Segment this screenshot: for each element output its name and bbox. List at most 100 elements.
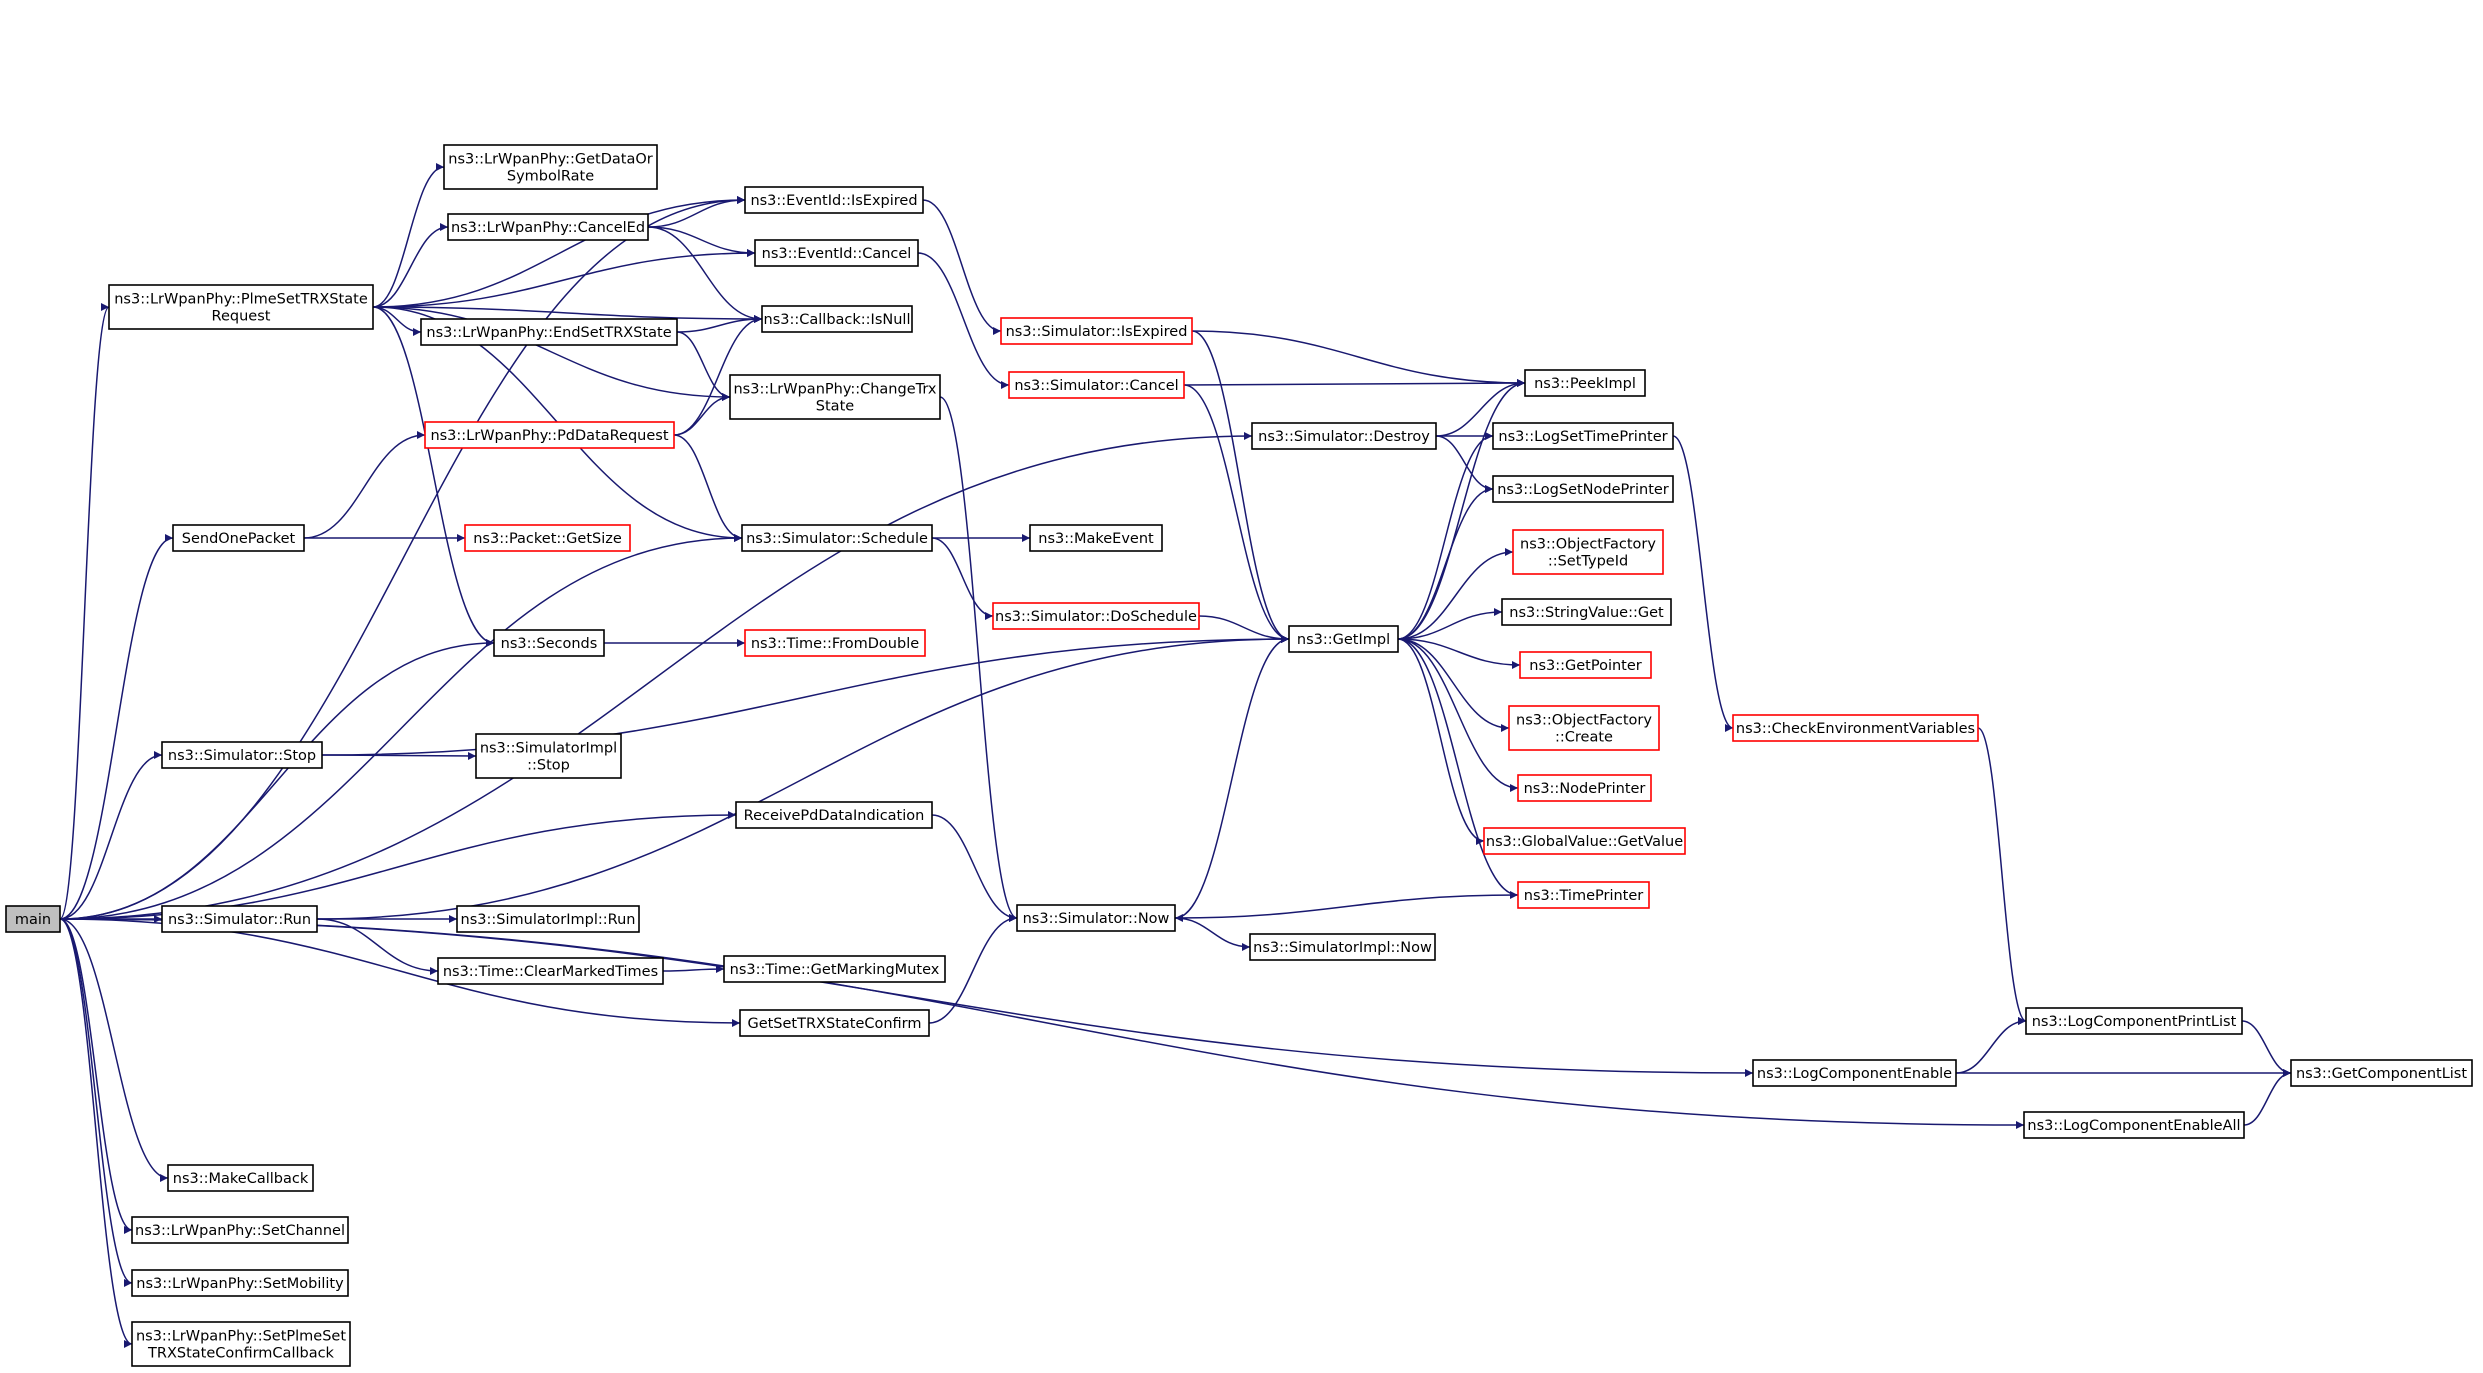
- node-label-endSetTRXState: ns3::LrWpanPhy::EndSetTRXState: [426, 325, 671, 341]
- node-main[interactable]: main: [5, 905, 61, 933]
- node-simulatorDestroy[interactable]: ns3::Simulator::Destroy: [1251, 422, 1437, 450]
- node-stringValueGet[interactable]: ns3::StringValue::Get: [1501, 598, 1672, 626]
- node-setPlmeCallback[interactable]: ns3::LrWpanPhy::SetPlmeSetTRXStateConfir…: [131, 1321, 351, 1367]
- node-box-getSetTRXStateConfirm: [739, 1009, 930, 1037]
- node-label-globalValueGetValue: ns3::GlobalValue::GetValue: [1486, 834, 1683, 850]
- node-label-clearMarkedTimes: ns3::Time::ClearMarkedTimes: [443, 964, 658, 980]
- node-box-seconds: [493, 629, 605, 657]
- node-box-timeFromDouble: [744, 629, 926, 657]
- node-label-getDataOrSymbolRate: ns3::LrWpanPhy::GetDataOr: [448, 152, 653, 168]
- node-label-peekImpl: ns3::PeekImpl: [1534, 376, 1636, 392]
- node-receivePdDataIndication[interactable]: ReceivePdDataIndication: [735, 801, 933, 829]
- node-simImplNow[interactable]: ns3::SimulatorImpl::Now: [1249, 933, 1436, 961]
- node-packetGetSize[interactable]: ns3::Packet::GetSize: [464, 524, 631, 552]
- node-setChannel[interactable]: ns3::LrWpanPhy::SetChannel: [131, 1216, 349, 1244]
- node-label-logComponentEnable: ns3::LogComponentEnable: [1757, 1066, 1952, 1082]
- node-getComponentList[interactable]: ns3::GetComponentList: [2290, 1059, 2473, 1087]
- node-box-main: [5, 905, 61, 933]
- nodes-layer: main ns3::LrWpanPhy::PlmeSetTRXStateReque…: [5, 144, 2473, 1367]
- edge-simulatorNow-to-simImplNow: [1174, 917, 1251, 951]
- node-box-checkEnvironmentVariables: [1732, 714, 1979, 742]
- edge-logComponentPrintList-to-getComponentList: [2241, 1020, 2292, 1077]
- node-simulatorSchedule[interactable]: ns3::Simulator::Schedule: [741, 524, 933, 552]
- node-getSetTRXStateConfirm[interactable]: GetSetTRXStateConfirm: [739, 1009, 930, 1037]
- node-label-simulatorIsExpired: ns3::Simulator::IsExpired: [1006, 324, 1188, 340]
- edge-simulatorNow-to-getImpl: [1174, 635, 1290, 919]
- node-logComponentEnableAll[interactable]: ns3::LogComponentEnableAll: [2023, 1111, 2245, 1139]
- node-callbackIsNull[interactable]: ns3::Callback::IsNull: [761, 305, 913, 333]
- node-cancelEd[interactable]: ns3::LrWpanPhy::CancelEd: [447, 213, 649, 241]
- edge-timePrinter-to-simulatorNow: [1174, 894, 1519, 922]
- edge-simulatorRun-to-clearMarkedTimes: [316, 918, 439, 975]
- node-label-simImplStop: ns3::SimulatorImpl: [480, 741, 617, 757]
- edge-getImpl-to-getPointer: [1397, 638, 1521, 669]
- edge-plmeSetTRXStateRequest-to-changeTrxState: [372, 306, 731, 401]
- node-label-seconds: ns3::Seconds: [501, 636, 598, 652]
- node-sendOnePacket[interactable]: SendOnePacket: [172, 524, 305, 552]
- edge-main-to-simulatorStop: [59, 751, 163, 920]
- node-box-logComponentEnableAll: [2023, 1111, 2245, 1139]
- node-label-stringValueGet: ns3::StringValue::Get: [1509, 605, 1664, 621]
- node-simulatorDoSchedule[interactable]: ns3::Simulator::DoSchedule: [992, 602, 1200, 630]
- edge-plmeSetTRXStateRequest-to-eventIdCancel: [372, 249, 756, 308]
- node-box-changeTrxState: [729, 374, 941, 420]
- node-globalValueGetValue[interactable]: ns3::GlobalValue::GetValue: [1483, 827, 1686, 855]
- node-seconds[interactable]: ns3::Seconds: [493, 629, 605, 657]
- node-simulatorIsExpired[interactable]: ns3::Simulator::IsExpired: [1000, 317, 1193, 345]
- edge-getImpl-to-objectFactoryCreate: [1397, 638, 1510, 732]
- edge-getImpl-to-objectFactorySetTypeId: [1397, 548, 1514, 640]
- node-logComponentPrintList[interactable]: ns3::LogComponentPrintList: [2025, 1007, 2243, 1035]
- node-makeEvent[interactable]: ns3::MakeEvent: [1029, 524, 1163, 552]
- node-box-simulatorIsExpired: [1000, 317, 1193, 345]
- node-simulatorRun[interactable]: ns3::Simulator::Run: [161, 905, 318, 933]
- node-checkEnvironmentVariables[interactable]: ns3::CheckEnvironmentVariables: [1732, 714, 1979, 742]
- edge-main-to-setChannel: [59, 918, 133, 1234]
- node-clearMarkedTimes[interactable]: ns3::Time::ClearMarkedTimes: [437, 957, 664, 985]
- node-objectFactorySetTypeId[interactable]: ns3::ObjectFactory::SetTypeId: [1512, 529, 1664, 575]
- node-simulatorCancel[interactable]: ns3::Simulator::Cancel: [1008, 371, 1185, 399]
- node-getImpl[interactable]: ns3::GetImpl: [1288, 625, 1399, 653]
- node-nodePrinter[interactable]: ns3::NodePrinter: [1517, 774, 1652, 802]
- node-simulatorNow[interactable]: ns3::Simulator::Now: [1016, 904, 1176, 932]
- node-setMobility[interactable]: ns3::LrWpanPhy::SetMobility: [131, 1269, 349, 1297]
- node-label-eventIdCancel: ns3::EventId::Cancel: [762, 246, 912, 262]
- node-logComponentEnable[interactable]: ns3::LogComponentEnable: [1752, 1059, 1957, 1087]
- node-simImplStop[interactable]: ns3::SimulatorImpl::Stop: [475, 733, 622, 779]
- node-box-eventIdIsExpired: [744, 186, 924, 214]
- edge-endSetTRXState-to-changeTrxState: [676, 331, 731, 401]
- edge-getImpl-to-logSetTimePrinter: [1397, 432, 1494, 640]
- node-endSetTRXState[interactable]: ns3::LrWpanPhy::EndSetTRXState: [420, 318, 678, 346]
- node-pdDataRequest[interactable]: ns3::LrWpanPhy::PdDataRequest: [424, 421, 675, 449]
- node-simulatorStop[interactable]: ns3::Simulator::Stop: [161, 741, 323, 769]
- edge-getImpl-to-globalValueGetValue: [1397, 638, 1485, 845]
- node-box-logComponentEnable: [1752, 1059, 1957, 1087]
- node-box-setChannel: [131, 1216, 349, 1244]
- node-eventIdCancel[interactable]: ns3::EventId::Cancel: [754, 239, 919, 267]
- node-objectFactoryCreate[interactable]: ns3::ObjectFactory::Create: [1508, 705, 1660, 751]
- node-label-objectFactorySetTypeId: ns3::ObjectFactory: [1520, 537, 1656, 553]
- node-getPointer[interactable]: ns3::GetPointer: [1519, 651, 1652, 679]
- node-makeCallback[interactable]: ns3::MakeCallback: [167, 1164, 314, 1192]
- node-logSetTimePrinter[interactable]: ns3::LogSetTimePrinter: [1492, 422, 1674, 450]
- edge-pdDataRequest-to-callbackIsNull: [673, 315, 763, 436]
- edge-plmeSetTRXStateRequest-to-callbackIsNull: [372, 306, 763, 323]
- edge-main-to-logComponentEnableAll: [59, 918, 2025, 1129]
- node-simImplRun[interactable]: ns3::SimulatorImpl::Run: [456, 905, 640, 933]
- node-box-timePrinter: [1517, 881, 1650, 909]
- node-label-checkEnvironmentVariables: ns3::CheckEnvironmentVariables: [1736, 721, 1975, 737]
- node-eventIdIsExpired[interactable]: ns3::EventId::IsExpired: [744, 186, 924, 214]
- node-box-logSetNodePrinter: [1492, 475, 1674, 503]
- node-label-callbackIsNull: ns3::Callback::IsNull: [764, 312, 911, 328]
- node-label-simImplStop: ::Stop: [527, 758, 570, 774]
- node-logSetNodePrinter[interactable]: ns3::LogSetNodePrinter: [1492, 475, 1674, 503]
- node-getMarkingMutex[interactable]: ns3::Time::GetMarkingMutex: [723, 955, 946, 983]
- node-timeFromDouble[interactable]: ns3::Time::FromDouble: [744, 629, 926, 657]
- node-peekImpl[interactable]: ns3::PeekImpl: [1524, 369, 1646, 397]
- edge-changeTrxState-to-simulatorNow: [939, 396, 1018, 922]
- node-timePrinter[interactable]: ns3::TimePrinter: [1517, 881, 1650, 909]
- edge-simulatorIsExpired-to-peekImpl: [1191, 330, 1526, 387]
